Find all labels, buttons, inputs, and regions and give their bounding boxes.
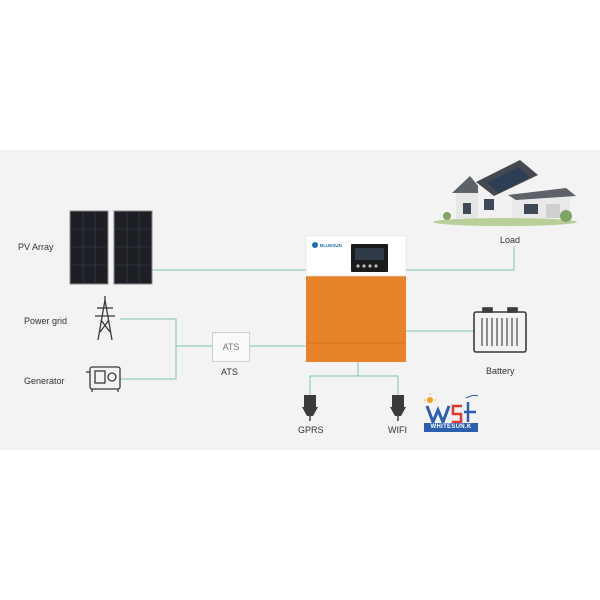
solar-panel-icon	[113, 210, 153, 285]
generator-label: Generator	[24, 376, 65, 386]
brand-logo-icon	[312, 242, 318, 248]
line-inverter-to-load	[406, 246, 515, 271]
house-icon	[433, 160, 577, 226]
line-generator-to-ats	[120, 346, 177, 380]
ats-label: ATS	[221, 367, 238, 377]
inverter-display	[351, 244, 388, 272]
line-inverter-to-comm	[309, 362, 359, 395]
gprs-label: GPRS	[298, 425, 324, 435]
inverter-unit: BLUESUN	[305, 235, 407, 362]
connector-lines	[120, 246, 515, 395]
watermark-text: WHITESUN.K	[424, 423, 478, 432]
ats-box: ATS	[212, 332, 250, 362]
generator-icon	[86, 366, 121, 392]
solar-panel-icon	[69, 210, 109, 285]
pv-array-label: PV Array	[18, 242, 54, 252]
wifi-label: WIFI	[388, 425, 407, 435]
power-grid-label: Power grid	[24, 316, 68, 326]
line-comm-to-wifi	[358, 375, 399, 395]
watermark-logo-icon	[424, 393, 478, 427]
wifi-module-icon	[390, 395, 406, 421]
pv-array-panels	[69, 210, 153, 285]
line-grid-to-ats	[120, 318, 212, 347]
battery-icon	[473, 307, 527, 353]
inverter-brand: BLUESUN	[320, 243, 342, 248]
load-label: Load	[500, 235, 521, 245]
battery-label: Battery	[486, 366, 515, 376]
gprs-module-icon	[302, 395, 318, 421]
power-tower-icon	[95, 296, 115, 341]
